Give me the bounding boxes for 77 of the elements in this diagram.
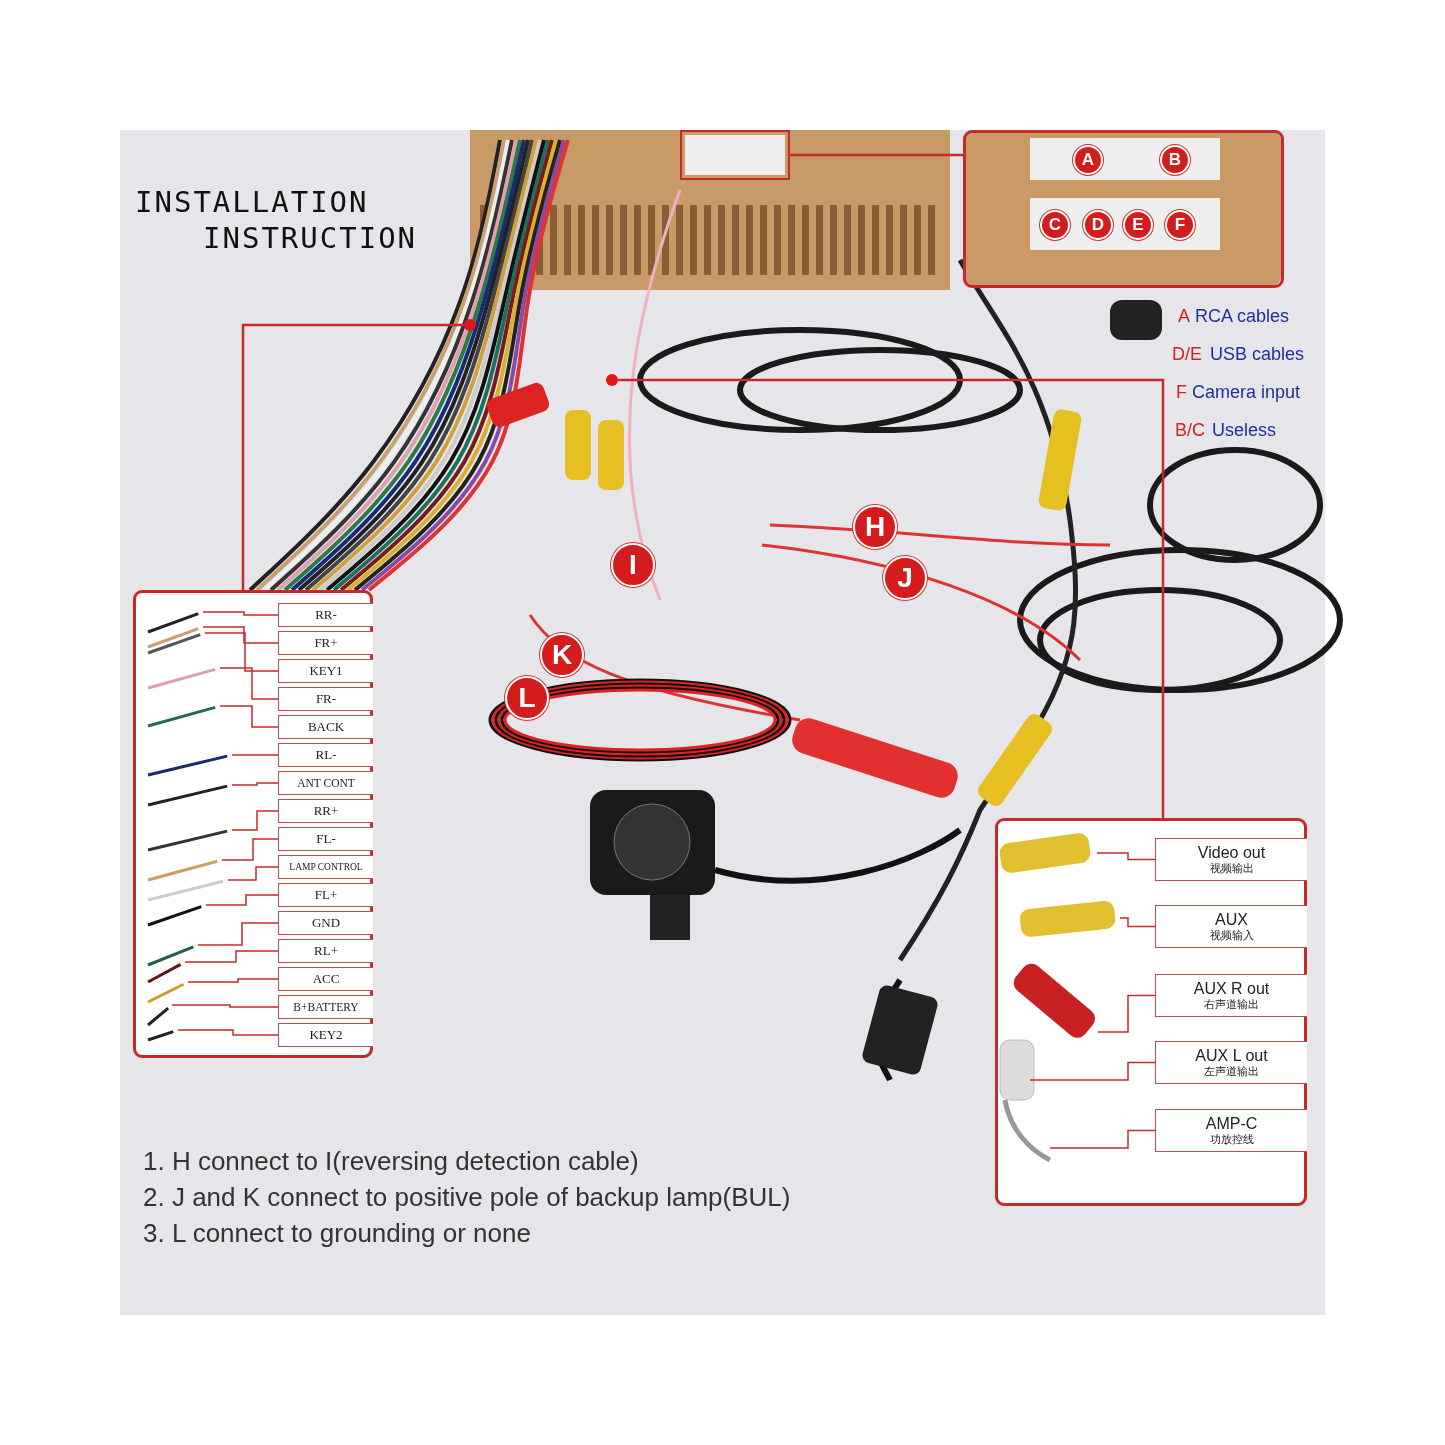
port-label: AUX L out xyxy=(1195,1047,1268,1065)
wire-label: RR- xyxy=(278,603,373,627)
leader-line xyxy=(618,378,1165,818)
wire-label: RL- xyxy=(278,743,373,767)
instruction-note: 3. L connect to grounding or none xyxy=(143,1218,531,1249)
leader-line xyxy=(790,153,963,157)
leader-line xyxy=(221,838,279,861)
label-box xyxy=(1155,1041,1307,1084)
wire-label: RR+ xyxy=(278,799,373,823)
port-label: AUX xyxy=(1215,911,1248,929)
leader-line xyxy=(204,632,279,672)
callout-letter: F xyxy=(1165,210,1195,240)
leader-line xyxy=(171,1004,279,1008)
leader-line xyxy=(231,810,279,831)
port-label: Video out xyxy=(1197,844,1266,862)
leader-line xyxy=(241,323,464,590)
wire-label: BACK xyxy=(278,715,373,739)
legend-code: F xyxy=(1176,382,1187,403)
callout-panel xyxy=(133,590,373,1058)
wire-label: LAMP CONTROL xyxy=(278,855,373,879)
wire-label: FL- xyxy=(278,827,373,851)
chinese-label: 功放控线 xyxy=(1209,1133,1254,1146)
leader-line xyxy=(1097,994,1156,1033)
leader-line xyxy=(202,626,279,644)
leader-line xyxy=(202,611,279,616)
legend-text: Useless xyxy=(1212,420,1277,441)
leader-line xyxy=(1096,852,1156,861)
wire-label: KEY1 xyxy=(278,659,373,683)
legend-code: B/C xyxy=(1175,420,1205,441)
highlight-frame xyxy=(680,130,790,180)
leader-line xyxy=(231,754,279,756)
legend-text: USB cables xyxy=(1210,344,1305,365)
callout-letter: E xyxy=(1123,210,1153,240)
leader-line xyxy=(231,782,279,786)
leader-line xyxy=(219,667,279,700)
wire-label: B+BATTERY xyxy=(278,995,373,1019)
callout-letter: B xyxy=(1160,145,1190,175)
leader-line xyxy=(219,705,279,728)
title: INSTALLATION INSTRUCTION xyxy=(135,184,419,256)
wire-label: FR+ xyxy=(278,631,373,655)
instruction-note: 2. J and K connect to positive pole of backup lamp(BUL) xyxy=(143,1182,791,1213)
leader-line xyxy=(184,950,279,963)
port-label: AUX R out xyxy=(1193,980,1270,998)
callout-panel xyxy=(995,818,1307,1206)
wire-label: FL+ xyxy=(278,883,373,907)
legend-text: RCA cables xyxy=(1195,306,1290,327)
wire-label: RL+ xyxy=(278,939,373,963)
wire-label: KEY2 xyxy=(278,1023,373,1047)
instruction-note: 1. H connect to I(reversing detection cable) xyxy=(143,1146,639,1177)
leader-line xyxy=(1119,917,1156,928)
callout-letter: C xyxy=(1040,210,1070,240)
label-box xyxy=(1155,1109,1307,1152)
callout-letter: A xyxy=(1073,145,1103,175)
legend-text: Camera input xyxy=(1192,382,1301,403)
label-box xyxy=(1155,974,1307,1017)
legend-code: D/E xyxy=(1172,344,1202,365)
leader-line xyxy=(177,1029,279,1036)
wire-label: FR- xyxy=(278,687,373,711)
callout-letter: D xyxy=(1083,210,1113,240)
wire-label: ACC xyxy=(278,967,373,991)
chinese-label: 右声道输出 xyxy=(1204,998,1259,1011)
chinese-label: 视频输出 xyxy=(1209,862,1254,875)
leader-line xyxy=(1029,1061,1156,1081)
chinese-label: 左声道输出 xyxy=(1204,1065,1259,1078)
inset-frame xyxy=(963,130,1284,288)
leader-line xyxy=(227,866,279,881)
leader-line xyxy=(205,894,279,906)
leader-line xyxy=(1049,1129,1156,1149)
label-box xyxy=(1155,905,1307,948)
wire-label: ANT CONT xyxy=(278,771,373,795)
label-box xyxy=(1155,838,1307,881)
port-label: AMP-C xyxy=(1205,1115,1258,1133)
chinese-label: 视频输入 xyxy=(1209,929,1254,942)
legend-code: A xyxy=(1178,306,1190,327)
wire-label: GND xyxy=(278,911,373,935)
leader-line xyxy=(197,922,279,946)
leader-line xyxy=(187,978,279,983)
